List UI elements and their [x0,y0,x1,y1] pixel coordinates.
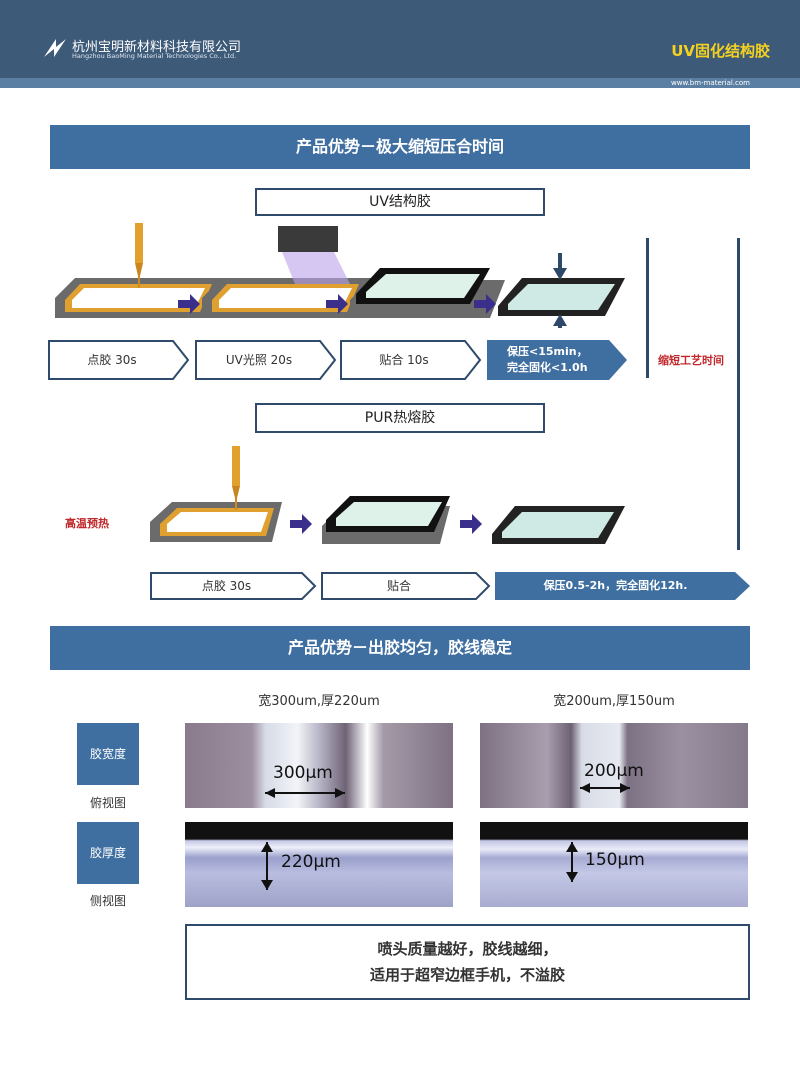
pur-step-cure: 保压0.5-2h，完全固化12h. [495,572,750,600]
conclusion-line2: 适用于超窄边框手机，不溢胶 [369,966,565,984]
bond-illustration [350,268,505,318]
pur-process-illustration [150,446,625,544]
arrow-3 [474,294,496,314]
section1-banner: 产品优势－极大缩短压合时间 [50,125,750,169]
section2-banner: 产品优势－出胶均匀，胶线稳定 [50,626,750,670]
shorten-process-note: 缩短工艺时间 [658,354,724,367]
pur-step-bond: 贴合 [321,572,491,600]
preheat-label: 高温预热 [65,517,109,530]
side-view-label: 侧视图 [89,894,126,908]
measure-200: 200μm [584,761,644,781]
pur-bond-illustration [322,496,450,544]
measure-150: 150μm [585,850,645,870]
uv-step-dispense: 点胶 30s [48,340,190,380]
page-header: 杭州宝明新材料科技有限公司 Hangzhou BaoMing Material … [0,0,800,78]
side-view-photo-150: 150μm [480,822,748,907]
uv-cure-line2: 完全固化<1.0h [507,361,588,374]
width-label-box: 胶宽度 [77,723,139,785]
pur-dispense-illustration [150,446,282,542]
uv-label-box: UV结构胶 [255,188,545,216]
press-illustration [498,253,625,328]
pur-cured-illustration [492,506,625,544]
pur-step-dispense: 点胶 30s [150,572,317,600]
uv-step-uv-light: UV光照 20s [195,340,337,380]
pur-arrow-1 [290,514,312,534]
company-name-cn: 杭州宝明新材料科技有限公司 [72,40,242,55]
uv-lamp-illustration [202,226,372,318]
pur-label-box: PUR热熔胶 [255,403,545,433]
bracket-line-left [646,238,649,378]
company-name-en: Hangzhou BaoMing Material Technologies C… [72,52,237,60]
company-logo-icon [44,39,66,57]
col1-title: 宽300um,厚220um [258,694,380,709]
arrow-2 [326,294,348,314]
top-view-label: 俯视图 [89,796,126,810]
side-view-photo-220: 220μm [185,822,453,907]
thickness-label-box: 胶厚度 [77,822,139,884]
uv-process-illustration [55,223,625,328]
top-view-photo-200: 200μm [480,723,748,808]
measure-220: 220μm [281,852,341,872]
conclusion-box: 喷头质量越好，胶线越细， 适用于超窄边框手机，不溢胶 [185,924,750,1000]
uv-step-bond: 贴合 10s [340,340,482,380]
website-url: www.bm-material.com [671,79,750,87]
page-title: UV固化结构胶 [671,42,770,60]
uv-cure-line1: 保压<15min， [507,345,588,358]
conclusion-line1: 喷头质量越好，胶线越细， [377,940,558,958]
bracket-line-right [737,238,740,550]
col2-title: 宽200um,厚150um [553,694,675,709]
arrow-1 [178,294,200,314]
pur-arrow-2 [460,514,482,534]
measure-300: 300μm [273,763,333,783]
uv-step-cure: 保压<15min， 完全固化<1.0h [487,340,627,380]
top-view-photo-300: 300μm [185,723,453,808]
website-bar: www.bm-material.com [0,78,800,88]
